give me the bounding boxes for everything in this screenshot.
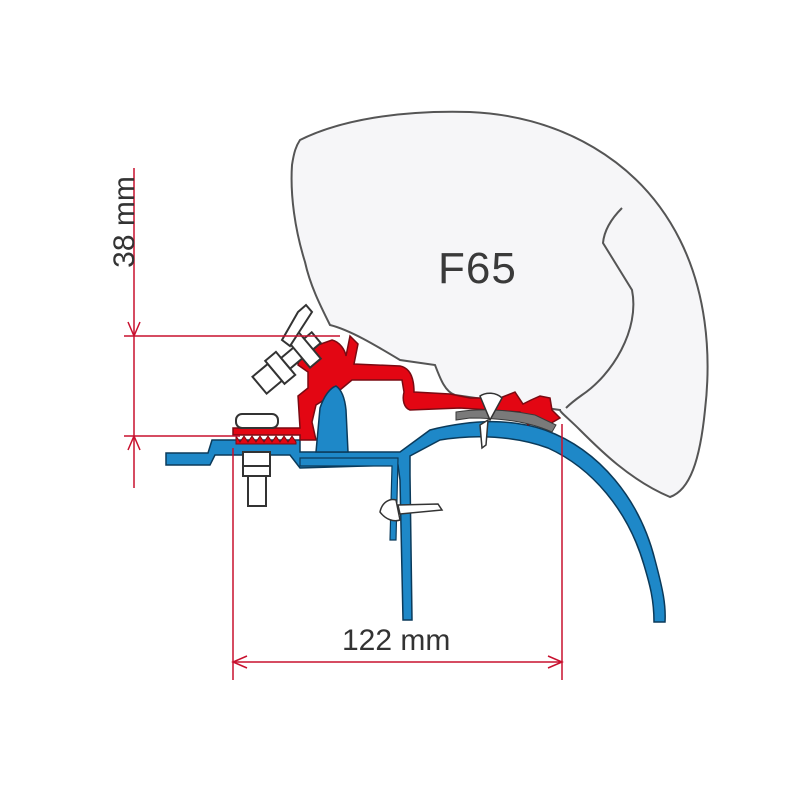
spacer-wedge	[315, 385, 349, 453]
screw-side	[379, 498, 444, 522]
dimension-width	[231, 424, 564, 680]
vehicle-roof-profile	[165, 421, 666, 623]
awning-front-cap-line	[565, 207, 635, 409]
awning-case	[290, 110, 709, 499]
width-dimension-label: 122 mm	[342, 624, 451, 657]
clamp-teeth	[235, 434, 297, 445]
vehicle-inner-panel	[299, 457, 399, 541]
mounting-bolt-bottom	[235, 413, 279, 507]
mounting-bolt-angled	[251, 328, 323, 396]
screw-roof	[479, 392, 503, 450]
dimension-height	[124, 168, 340, 488]
height-dimension-label: 38 mm	[108, 176, 141, 268]
model-label: F65	[438, 244, 517, 293]
